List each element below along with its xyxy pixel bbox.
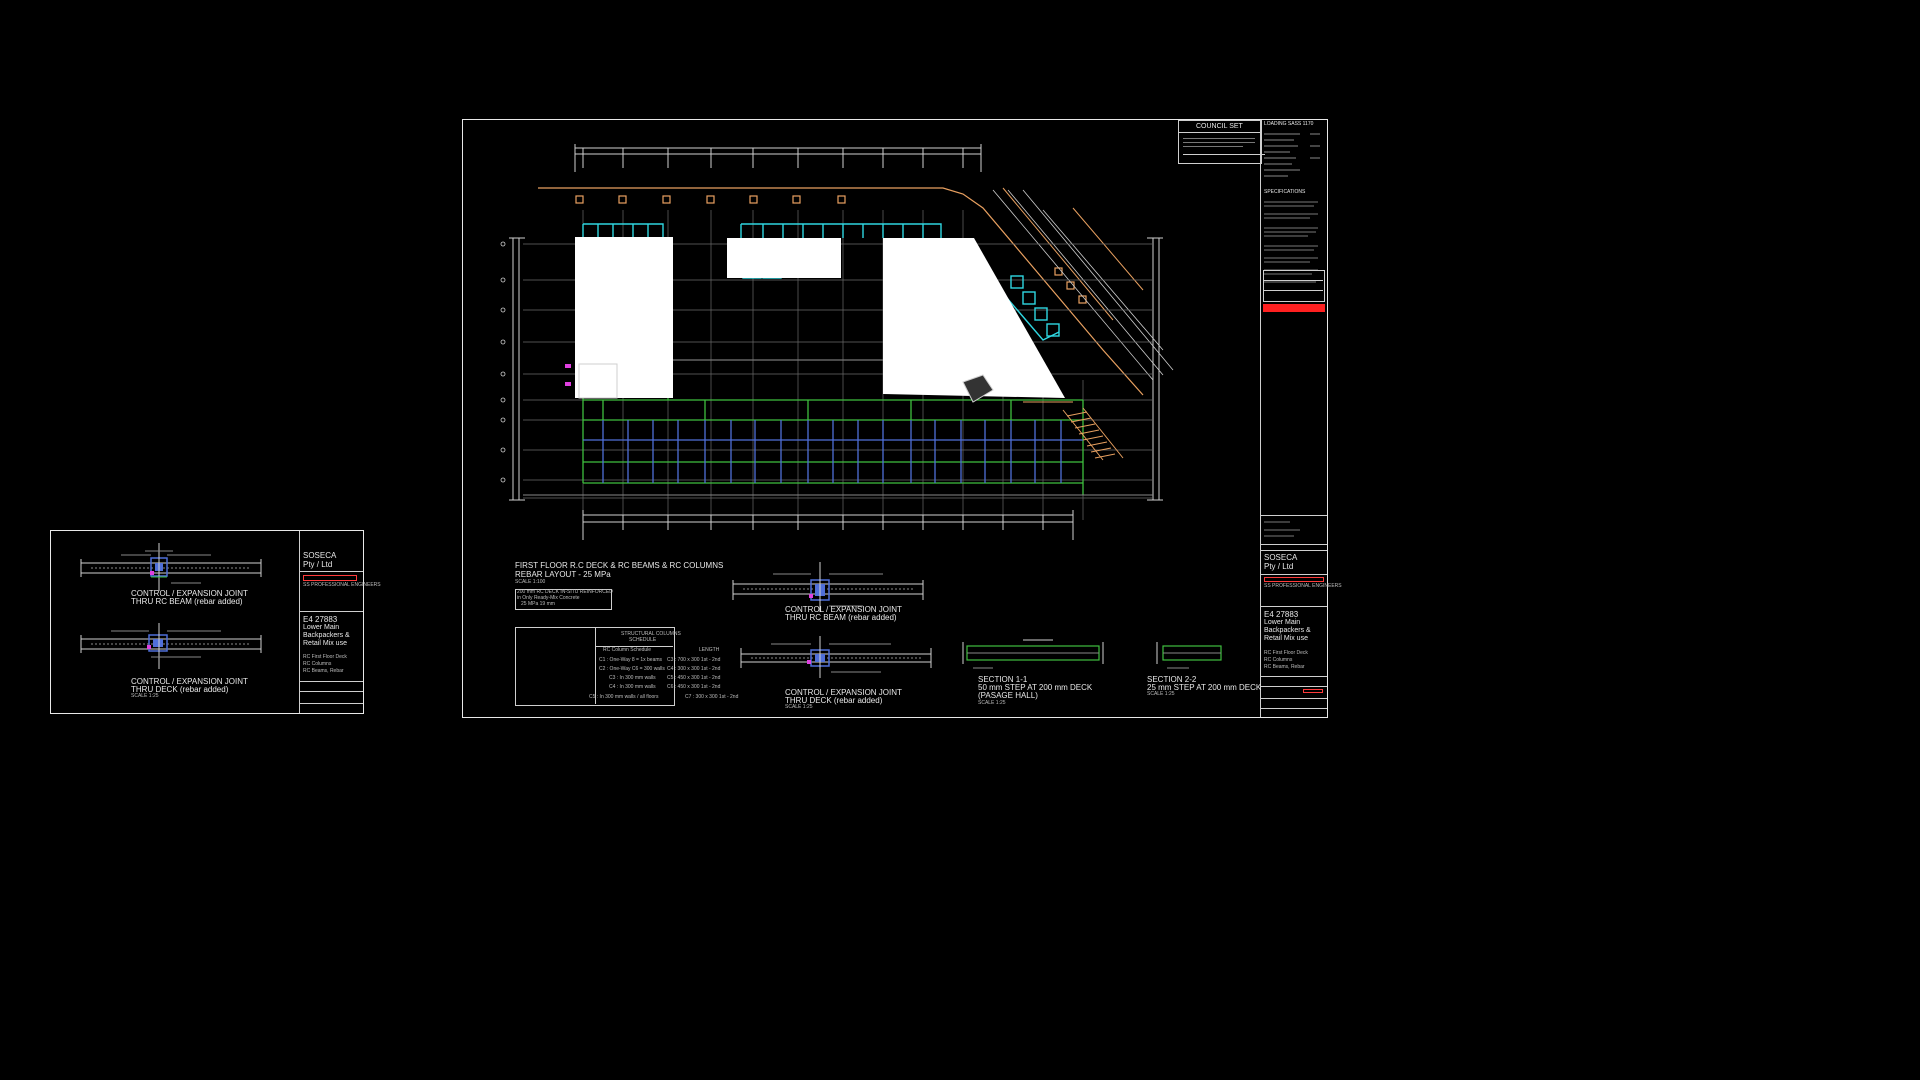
- main-sheet-line-3: RC Beams, Rebar: [1264, 664, 1305, 670]
- main-sheet-line-1: RC First Floor Deck: [1264, 650, 1308, 656]
- council-set-header: COUNCIL SET: [1196, 123, 1243, 130]
- small-title-block-divider: [299, 531, 300, 713]
- schedule-row-3-left: C3 : In 300 mm walls: [609, 675, 656, 681]
- schedule-row-1-left: C1 : One-Way 8 = 1x beams: [599, 657, 663, 663]
- small-detail-deck-joint: [80, 623, 262, 669]
- schedule-row-2-right: C4 : 300 x 300 1st - 2nd: [667, 666, 721, 672]
- deck-note-line-2: in Only Ready-Mix Concrete: [517, 595, 580, 601]
- schedule-row-4-left: C4 : In 300 mm walls: [609, 684, 656, 690]
- detail-beam-title-2: THRU RC BEAM (rebar added): [785, 613, 897, 622]
- small-sheet-line-2: RC Columns: [303, 661, 332, 667]
- specifications-header: SPECIFICATIONS: [1264, 189, 1306, 195]
- deck-note-box: [515, 589, 612, 610]
- void-left: [575, 237, 673, 398]
- section-1-title-1: SECTION 1-1: [978, 675, 1028, 684]
- small-detail-deck-title-1: CONTROL / EXPANSION JOINT: [131, 677, 248, 686]
- small-drawing-sheet[interactable]: CONTROL / EXPANSION JOINT THRU RC BEAM (…: [50, 530, 381, 714]
- small-detail-beam-title-1: CONTROL / EXPANSION JOINT: [131, 589, 248, 598]
- small-project-line-1: Lower Main: [303, 624, 340, 631]
- section-2-title-2: 25 mm STEP AT 200 mm DECK: [1147, 683, 1262, 692]
- plan-title-line-1: FIRST FLOOR R.C DECK & RC BEAMS & RC COL…: [515, 561, 724, 570]
- warning-box: [1263, 304, 1325, 312]
- small-company-name: SOSECA: [303, 551, 337, 560]
- small-company-suffix: Pty / Ltd: [303, 560, 333, 569]
- small-sheet-line-1: RC First Floor Deck: [303, 654, 347, 660]
- schedule-col-left: RC Column Schedule: [603, 647, 652, 653]
- loading-header: LOADING SASS 1170: [1264, 121, 1314, 127]
- detail-deck-title-1: CONTROL / EXPANSION JOINT: [785, 688, 902, 697]
- small-detail-deck-title-2: THRU DECK (rebar added): [131, 685, 229, 694]
- detail-deck-title-2: THRU DECK (rebar added): [785, 696, 883, 705]
- void-middle: [727, 238, 841, 278]
- detail-beam-title-1: CONTROL / EXPANSION JOINT: [785, 605, 902, 614]
- main-company-name: SOSECA: [1264, 553, 1298, 562]
- revision-notes: [1264, 521, 1300, 537]
- section-1-title-3: (PASAGE HALL): [978, 691, 1038, 700]
- small-project-line-3: Retail Mix use: [303, 640, 347, 647]
- deck-note-line-1: 200 mm RC DECK IN-SITU REINFORCED: [517, 589, 613, 595]
- schedule-title-1: STRUCTURAL COLUMNS: [621, 631, 681, 637]
- detail-deck-joint-drawing: [740, 636, 932, 678]
- schedule-row-4-right: C6 : 450 x 300 1st - 2nd: [667, 684, 721, 690]
- small-job-number: E4 27883: [303, 615, 338, 624]
- schedule-row-5-right: C7 : 300 x 300 1st - 2nd: [685, 694, 739, 700]
- main-title-column-divider: [1260, 120, 1261, 717]
- section-1-title-2: 50 mm STEP AT 200 mm DECK: [978, 683, 1093, 692]
- main-company-suffix: Pty / Ltd: [1264, 562, 1294, 571]
- section-2-drawing: [1156, 642, 1222, 669]
- council-set-box: [1178, 120, 1262, 164]
- section-2-title-1: SECTION 2-2: [1147, 675, 1197, 684]
- schedule-title-2: SCHEDULE: [629, 637, 657, 643]
- deck-note-line-3: 25 MPa 19 mm: [521, 601, 555, 607]
- void-right: [883, 238, 1065, 398]
- schedule-row-5-left: C5 : In 300 mm walls / all floors: [589, 694, 659, 700]
- main-drawing-sheet[interactable]: COUNCIL SET LOADING SASS 1170 SPECIFICAT…: [462, 119, 1342, 718]
- main-project-line-1: Lower Main: [1264, 619, 1301, 626]
- section-2-scale: SCALE 1:25: [1147, 691, 1175, 697]
- main-project-line-3: Retail Mix use: [1264, 635, 1308, 642]
- main-engineer-name: SS PROFESSIONAL ENGINEERS: [1264, 583, 1342, 589]
- section-1-scale: SCALE 1:25: [978, 700, 1006, 706]
- section-1-drawing: [962, 639, 1104, 669]
- plan-scale: SCALE 1:100: [515, 579, 546, 585]
- detail-deck-scale: SCALE 1:25: [785, 704, 813, 710]
- schedule-col-right: LENGTH: [699, 647, 720, 653]
- small-sheet-line-3: RC Beams, Rebar: [303, 668, 344, 674]
- detail-beam-joint-drawing: [732, 562, 924, 612]
- small-detail-deck-scale: SCALE 1:25: [131, 693, 159, 699]
- small-engineer-name: SS PROFESSIONAL ENGINEERS: [303, 582, 381, 588]
- schedule-row-1-right: C3 : 700 x 300 1st - 2nd: [667, 657, 721, 663]
- main-job-number: E4 27883: [1264, 610, 1299, 619]
- schedule-row-3-right: C5 : 450 x 300 1st - 2nd: [667, 675, 721, 681]
- main-sheet-line-2: RC Columns: [1264, 657, 1293, 663]
- floor-plan-drawing: [500, 144, 1174, 540]
- main-project-line-2: Backpackers &: [1264, 627, 1311, 634]
- small-project-line-2: Backpackers &: [303, 632, 350, 639]
- loading-table: [1264, 133, 1320, 177]
- schedule-row-2-left: C2 : One-Way C6 = 300 walls: [599, 666, 665, 672]
- small-detail-beam-joint: [80, 543, 262, 591]
- small-detail-beam-title-2: THRU RC BEAM (rebar added): [131, 597, 243, 606]
- plan-title-line-2: REBAR LAYOUT - 25 MPa: [515, 570, 611, 579]
